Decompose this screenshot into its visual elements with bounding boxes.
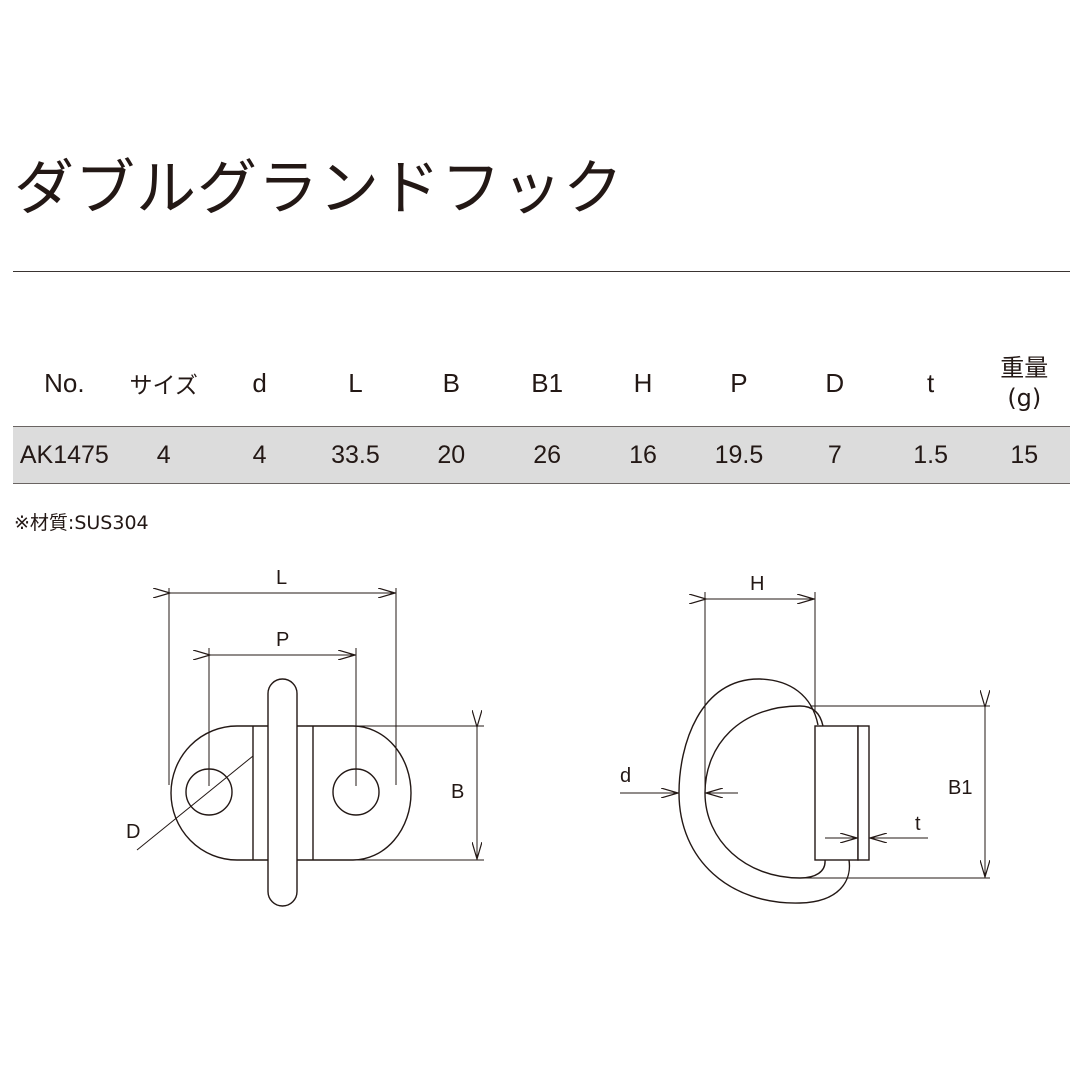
header-weight: 重量 (g) (979, 340, 1070, 427)
cell-H: 16 (595, 426, 691, 484)
header-t: t (927, 367, 935, 398)
header-weight-unit: (g) (1007, 384, 1042, 412)
table-row: AK1475 4 4 33.5 20 26 16 19.5 7 1.5 15 (13, 426, 1070, 484)
label-t: t (915, 813, 921, 835)
cell-d: 4 (211, 426, 308, 484)
title-divider (13, 271, 1070, 272)
cell-P: 19.5 (690, 426, 787, 484)
ring (267, 678, 298, 907)
header-size: サイズ (129, 373, 198, 399)
label-P: P (276, 629, 289, 651)
header-B1: B1 (531, 367, 564, 398)
cell-no: AK1475 (13, 426, 116, 484)
header-B: B (442, 367, 460, 398)
label-D: D (126, 821, 140, 843)
cell-t: 1.5 (882, 426, 979, 484)
header-L: L (348, 367, 363, 398)
ring-inner (704, 705, 826, 879)
header-D: D (825, 367, 845, 398)
ring-outer (678, 678, 851, 904)
cell-B: 20 (403, 426, 500, 484)
header-P: P (730, 367, 748, 398)
label-d: d (620, 765, 631, 787)
label-B1: B1 (948, 777, 972, 799)
header-d: d (252, 367, 267, 398)
label-L: L (276, 567, 287, 589)
base-block (814, 725, 859, 861)
product-title: ダブルグランドフック (14, 154, 624, 224)
material-note: ※材質:SUS304 (14, 512, 149, 534)
cell-weight: 15 (978, 426, 1070, 484)
table-header-row: No. サイズ d L B B1 H P D t 重量 (g) (13, 340, 1070, 427)
cell-L: 33.5 (307, 426, 404, 484)
label-B: B (451, 781, 464, 803)
spec-table: No. サイズ d L B B1 H P D t 重量 (g) AK1475 4… (13, 340, 1070, 484)
side-view (620, 592, 990, 904)
cell-size: 4 (115, 426, 212, 484)
front-view (136, 588, 484, 907)
cell-D: 7 (786, 426, 883, 484)
header-H: H (633, 367, 653, 398)
header-weight-label: 重量 (1000, 354, 1049, 382)
header-no: No. (44, 367, 85, 398)
label-H: H (750, 573, 764, 595)
cell-B1: 26 (499, 426, 596, 484)
